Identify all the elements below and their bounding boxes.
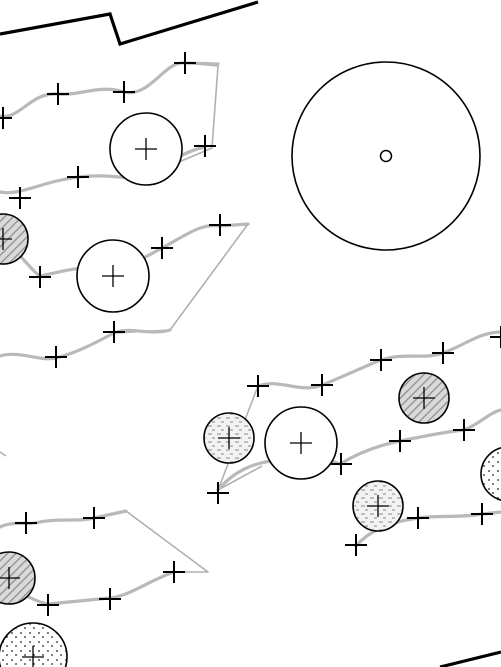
cross-marker-icon bbox=[209, 214, 231, 236]
dashed-circle bbox=[203, 412, 255, 464]
cross-marker-icon bbox=[103, 321, 125, 343]
group-lower-left bbox=[0, 451, 209, 667]
open-circle bbox=[109, 112, 183, 186]
cross-marker-icon bbox=[207, 482, 229, 504]
boundary-wall-bottom bbox=[439, 650, 501, 667]
cross-marker-icon bbox=[174, 52, 196, 74]
wire-stub bbox=[0, 451, 7, 457]
cross-marker-icon bbox=[15, 512, 37, 534]
region-outline bbox=[125, 510, 209, 573]
boundary-wall-top bbox=[0, 0, 259, 46]
open-circle bbox=[264, 406, 338, 480]
cross-marker-icon bbox=[194, 135, 216, 157]
cross-marker-icon bbox=[432, 342, 454, 364]
dashed-circle bbox=[352, 480, 404, 532]
cross-marker-icon bbox=[311, 374, 333, 396]
hatched-circle bbox=[398, 372, 450, 424]
wire-row bbox=[0, 61, 220, 118]
cross-marker-icon bbox=[151, 237, 173, 259]
large-circle-with-center-dot bbox=[291, 61, 481, 251]
cross-marker-icon bbox=[247, 375, 269, 397]
dotted-circle bbox=[0, 622, 68, 667]
cross-marker-icon bbox=[407, 507, 429, 529]
cross-marker-icon bbox=[345, 534, 367, 556]
wire-row bbox=[216, 408, 501, 492]
open-circle bbox=[76, 239, 150, 313]
dotted-circle bbox=[480, 447, 501, 501]
hatched-circle bbox=[0, 551, 36, 605]
cross-marker-icon bbox=[0, 107, 12, 129]
cross-marker-icon bbox=[113, 81, 135, 103]
cross-marker-icon bbox=[37, 594, 59, 616]
hatched-circle bbox=[0, 213, 29, 265]
cross-marker-icon bbox=[163, 561, 185, 583]
cross-marker-icon bbox=[490, 326, 501, 348]
cross-marker-icon bbox=[389, 430, 411, 452]
group-right bbox=[203, 326, 501, 556]
cross-marker-icon bbox=[47, 83, 69, 105]
cross-marker-icon bbox=[29, 266, 51, 288]
cross-marker-icon bbox=[45, 346, 67, 368]
cross-marker-icon bbox=[453, 419, 475, 441]
cross-marker-icon bbox=[9, 187, 31, 209]
cross-marker-icon bbox=[67, 166, 89, 188]
group-upper-left bbox=[0, 52, 250, 368]
cross-marker-icon bbox=[471, 503, 493, 525]
cross-marker-icon bbox=[370, 349, 392, 371]
cross-marker-icon bbox=[330, 453, 352, 475]
cross-marker-icon bbox=[99, 588, 121, 610]
wire-row bbox=[0, 328, 172, 361]
wire-row bbox=[0, 509, 128, 529]
cross-marker-icon bbox=[83, 507, 105, 529]
